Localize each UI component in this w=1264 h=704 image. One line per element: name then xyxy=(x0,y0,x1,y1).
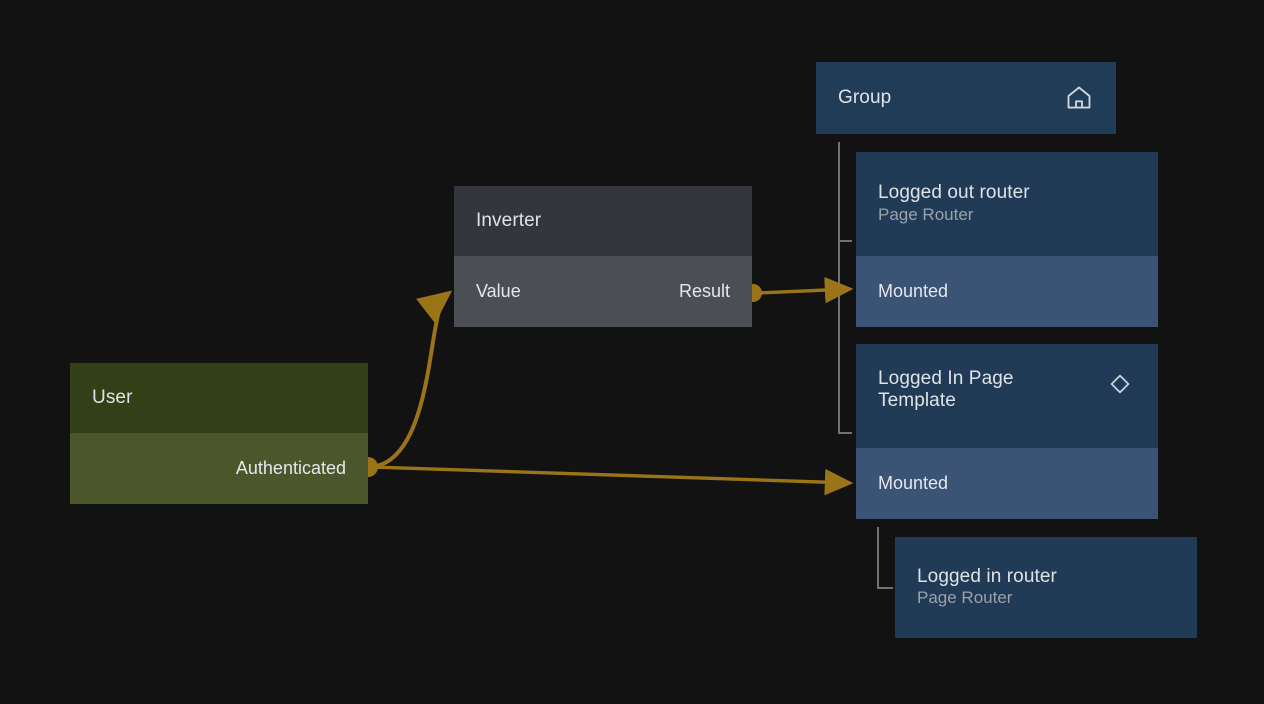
port-user-authenticated-label: Authenticated xyxy=(235,458,346,478)
node-group-header: Group xyxy=(816,62,1116,134)
node-inverter-header: Inverter xyxy=(454,186,752,256)
group-tree-trunk xyxy=(838,142,840,434)
wire-inverter-result-to-logged-out-mounted xyxy=(756,276,854,304)
node-group-title-group: Group xyxy=(838,87,891,109)
node-inverter-title-group: Inverter xyxy=(476,210,541,232)
port-logged-out-router-mounted-label: Mounted xyxy=(878,281,949,301)
node-logged-out-router-subtitle: Page Router xyxy=(878,204,974,224)
node-inverter-title: Inverter xyxy=(476,209,542,231)
port-user-authenticated[interactable]: Authenticated xyxy=(70,433,368,504)
node-logged-in-router-title: Logged in router xyxy=(917,565,1057,587)
node-logged-in-router-subtitle: Page Router xyxy=(917,588,1013,608)
node-logged-in-router-title-group: Logged in router Page Router xyxy=(917,566,1057,609)
node-logged-in-page-template-title-group: Logged In Page Template xyxy=(878,368,1078,413)
node-logged-out-router-title-group: Logged out router Page Router xyxy=(878,182,1030,225)
home-icon xyxy=(1064,83,1094,113)
port-logged-out-router-mounted[interactable]: Mounted xyxy=(856,256,1158,327)
template-tree-trunk xyxy=(877,527,879,589)
node-logged-in-page-template[interactable]: Logged In Page Template Mounted xyxy=(856,344,1158,519)
node-inverter[interactable]: Inverter Value Result xyxy=(454,186,752,327)
node-user[interactable]: User Authenticated xyxy=(70,363,368,504)
node-user-header: User xyxy=(70,363,368,433)
node-group-title: Group xyxy=(838,86,892,108)
wire-user-authenticated-to-template-mounted xyxy=(371,465,854,496)
port-inverter-value-label: Value xyxy=(476,281,521,301)
node-logged-in-page-template-title: Logged In Page Template xyxy=(878,368,1014,412)
template-tree-branch-1 xyxy=(877,587,893,589)
node-logged-in-page-template-header: Logged In Page Template xyxy=(856,344,1158,448)
wire-user-authenticated-to-inverter-value xyxy=(371,290,453,469)
node-logged-in-router[interactable]: Logged in router Page Router xyxy=(895,537,1197,638)
node-logged-out-router[interactable]: Logged out router Page Router Mounted xyxy=(856,152,1158,327)
node-logged-out-router-header: Logged out router Page Router xyxy=(856,152,1158,256)
node-logged-out-router-title: Logged out router xyxy=(878,182,1030,204)
diamond-icon xyxy=(1106,370,1136,400)
group-tree-branch-2 xyxy=(838,432,852,434)
port-row-inverter[interactable]: Value Result xyxy=(454,256,752,327)
node-user-title: User xyxy=(92,386,133,408)
port-logged-in-page-template-mounted-label: Mounted xyxy=(878,473,949,493)
group-tree-branch-1 xyxy=(838,240,852,242)
port-inverter-result-label: Result xyxy=(678,281,730,301)
port-logged-in-page-template-mounted[interactable]: Mounted xyxy=(856,448,1158,519)
node-user-title-group: User xyxy=(92,387,133,409)
node-group[interactable]: Group xyxy=(816,62,1116,134)
node-logged-in-router-header: Logged in router Page Router xyxy=(895,537,1197,638)
